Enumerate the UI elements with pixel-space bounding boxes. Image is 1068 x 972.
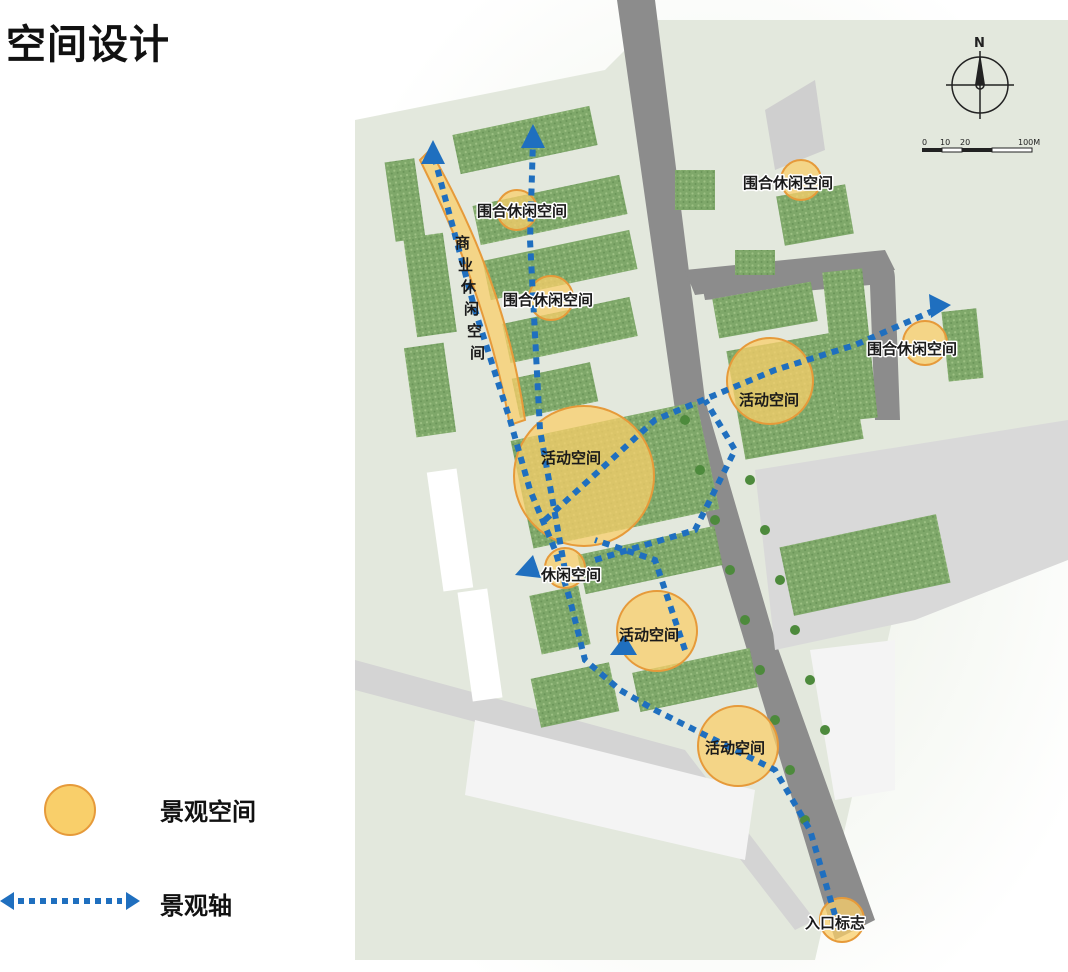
map-labels: 围合休闲空间 围合休闲空间 围合休闲空间 围合休闲空间 活动空间 活动空间 活动…: [455, 173, 959, 934]
scale-label-0: 0: [922, 138, 927, 147]
scale-label-20: 20: [960, 138, 970, 147]
label-commercial-vertical: 商 业 休 闲 空 间: [455, 234, 485, 362]
label-enclosed-1: 围合休闲空间: [477, 202, 567, 220]
scale-bar: 0 10 20 100M: [922, 138, 1040, 153]
space-activity-4: [697, 705, 779, 787]
label-activity-1: 活动空间: [541, 449, 601, 467]
label-commercial-4: 闲: [464, 300, 479, 318]
space-enclosed-1: [496, 189, 538, 231]
label-commercial-5: 空: [467, 322, 482, 340]
label-enclosed-4: 围合休闲空间: [867, 340, 957, 358]
space-enclosed-2: [528, 275, 574, 321]
page-title: 空间设计: [6, 22, 170, 68]
label-enclosed-3: 围合休闲空间: [743, 174, 833, 192]
lower-road: [355, 660, 815, 930]
white-block-east: [810, 640, 895, 800]
legend-space-label: 景观空间: [160, 798, 256, 826]
label-commercial-2: 业: [458, 256, 473, 274]
label-activity-3: 活动空间: [619, 626, 679, 644]
label-entrance: 入口标志: [805, 914, 865, 932]
landscape-axes: [432, 139, 937, 916]
legend-axis-label: 景观轴: [160, 892, 232, 920]
compass-letter: N: [974, 36, 985, 51]
white-block-south: [465, 720, 755, 860]
landscape-space-circles: [496, 159, 948, 943]
label-leisure: 休闲空间: [540, 566, 601, 584]
site-plan-map: N 0 10 20 100M 围合休闲空间 围合休闲空间 围合休闲空间 围合休闲…: [355, 0, 1068, 972]
label-activity-2: 活动空间: [739, 391, 799, 409]
label-commercial-3: 休: [460, 278, 477, 296]
label-enclosed-2: 围合休闲空间: [503, 291, 593, 309]
space-enclosed-4: [902, 320, 948, 366]
space-enclosed-3: [780, 159, 822, 201]
space-activity-1: [513, 405, 655, 547]
north-arrow-icon: N: [946, 36, 1014, 119]
axis-arrowheads: [421, 124, 951, 655]
scale-label-10: 10: [940, 138, 950, 147]
label-activity-4: 活动空间: [705, 739, 765, 757]
space-activity-3: [616, 590, 698, 672]
main-road: [617, 0, 875, 940]
label-commercial-6: 间: [470, 344, 485, 362]
legend-space-swatch: [44, 784, 96, 836]
label-commercial-1: 商: [455, 234, 470, 252]
space-activity-2: [726, 337, 814, 425]
street-trees: [680, 415, 830, 825]
legend-axis-arrow-icon: [0, 892, 140, 910]
scale-label-100m: 100M: [1018, 138, 1040, 147]
